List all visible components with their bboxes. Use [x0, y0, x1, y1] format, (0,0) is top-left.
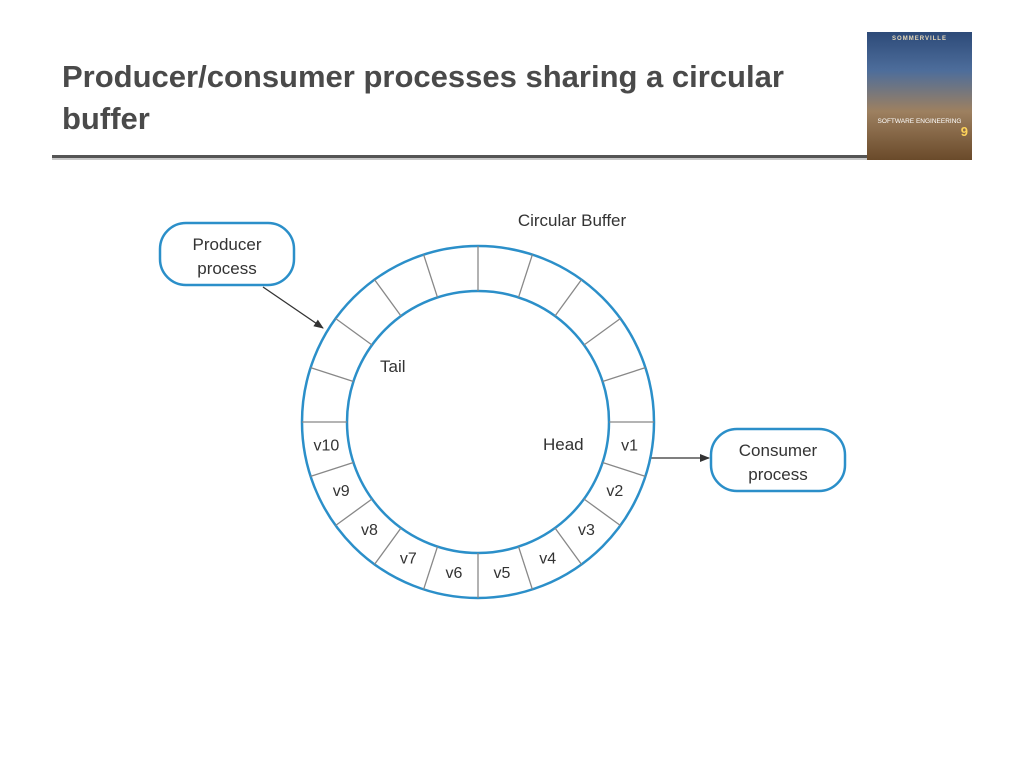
- book-author: SOMMERVILLE: [892, 36, 947, 42]
- tail-label: Tail: [380, 357, 406, 376]
- producer-process-box: [158, 221, 296, 287]
- buffer-slot-v9: v9: [333, 483, 350, 500]
- title-divider: [52, 155, 870, 158]
- slot-divider: [554, 279, 583, 317]
- buffer-slot-v5: v5: [494, 565, 511, 582]
- consumer-label-line-2: process: [748, 465, 808, 484]
- slot-divider: [335, 317, 373, 346]
- consumer-process-box: [709, 427, 847, 493]
- slot-divider: [422, 254, 439, 298]
- slide-title: Producer/consumer processes sharing a ci…: [62, 59, 784, 136]
- slot-divider: [310, 461, 354, 478]
- buffer-slot-v8: v8: [361, 522, 378, 539]
- slot-divider: [583, 317, 621, 346]
- buffer-outer-ring: [300, 244, 656, 600]
- slot-divider: [554, 527, 583, 565]
- book-title: SOFTWARE ENGINEERING: [877, 118, 962, 125]
- buffer-slot-v1: v1: [621, 438, 638, 455]
- book-cover-image: SOMMERVILLE SOFTWARE ENGINEERING 9: [867, 32, 972, 160]
- slot-divider: [335, 498, 373, 527]
- buffer-inner-ring: [345, 289, 611, 555]
- slot-divider: [373, 279, 402, 317]
- slot-divider: [517, 254, 534, 298]
- buffer-slot-v10: v10: [314, 438, 340, 455]
- slot-divider: [602, 461, 646, 478]
- buffer-slot-v2: v2: [606, 483, 623, 500]
- circular-buffer-label: Circular Buffer: [518, 211, 627, 230]
- slot-divider: [602, 366, 646, 383]
- consumer-label-line-1: Consumer: [739, 441, 818, 460]
- buffer-slot-v4: v4: [539, 550, 556, 567]
- buffer-slot-v7: v7: [400, 550, 417, 567]
- slot-divider: [517, 546, 534, 590]
- slot-divider: [583, 498, 621, 527]
- slot-divider: [310, 366, 354, 383]
- buffer-slot-dividers: [302, 246, 654, 598]
- slot-divider: [373, 527, 402, 565]
- slot-divider: [422, 546, 439, 590]
- book-edition: 9: [960, 124, 968, 139]
- buffer-slot-v6: v6: [446, 565, 463, 582]
- head-label: Head: [543, 435, 584, 454]
- buffer-slots: v1 v2 v3 v4 v5 v6 v7 v8 v9 v10: [314, 438, 639, 583]
- producer-arrow: [262, 286, 324, 329]
- buffer-slot-v3: v3: [578, 522, 595, 539]
- title-divider-shadow: [52, 158, 870, 160]
- producer-label-line-2: process: [197, 259, 257, 278]
- producer-label-line-1: Producer: [193, 235, 262, 254]
